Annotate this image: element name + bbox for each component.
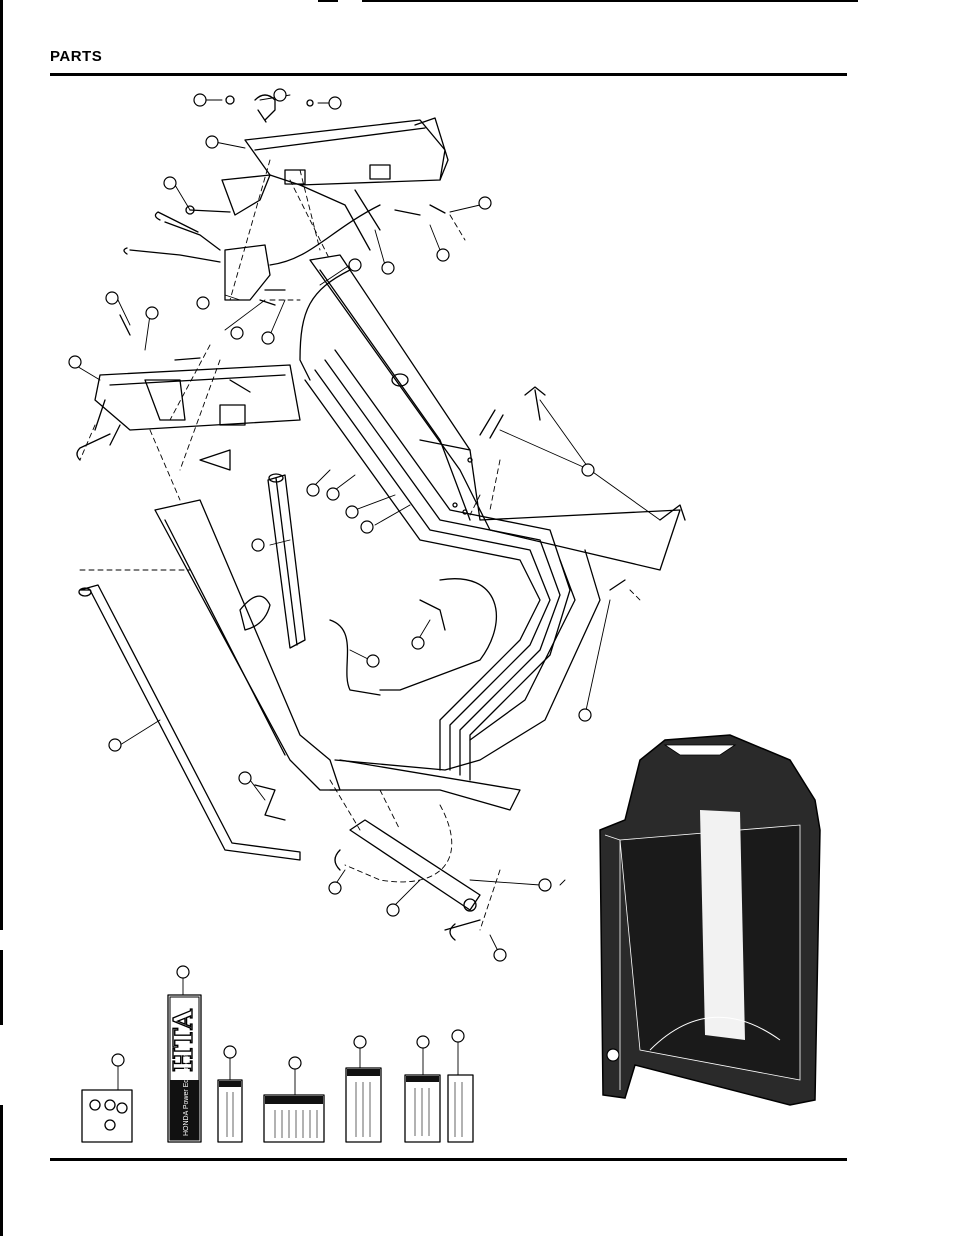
top-fittings	[226, 95, 313, 122]
parts-exploded-diagram: HTA HONDA Power Equipment	[0, 80, 954, 1155]
lift-bracket	[77, 358, 300, 460]
page-title: PARTS	[50, 48, 102, 65]
warning-decal-bands	[219, 1069, 439, 1104]
pins-and-clips	[120, 315, 685, 820]
decal-fine-text	[227, 1082, 462, 1138]
lower-arm	[335, 820, 480, 940]
hydraulic-cylinder	[240, 474, 305, 648]
grass-hopper	[600, 735, 820, 1105]
footer-rule	[50, 1158, 847, 1161]
badge-side-text: HONDA Power Equipment	[183, 1054, 190, 1136]
top-border-left	[318, 0, 338, 2]
decal-set	[82, 995, 473, 1142]
control-valve-assembly	[124, 206, 285, 305]
callout-markers	[69, 89, 619, 1069]
top-bracket	[222, 118, 448, 250]
push-bar	[79, 585, 300, 860]
header-rule	[50, 73, 847, 76]
top-border-right	[362, 0, 858, 2]
hta-badge: HTA HONDA Power Equipment	[169, 997, 199, 1140]
